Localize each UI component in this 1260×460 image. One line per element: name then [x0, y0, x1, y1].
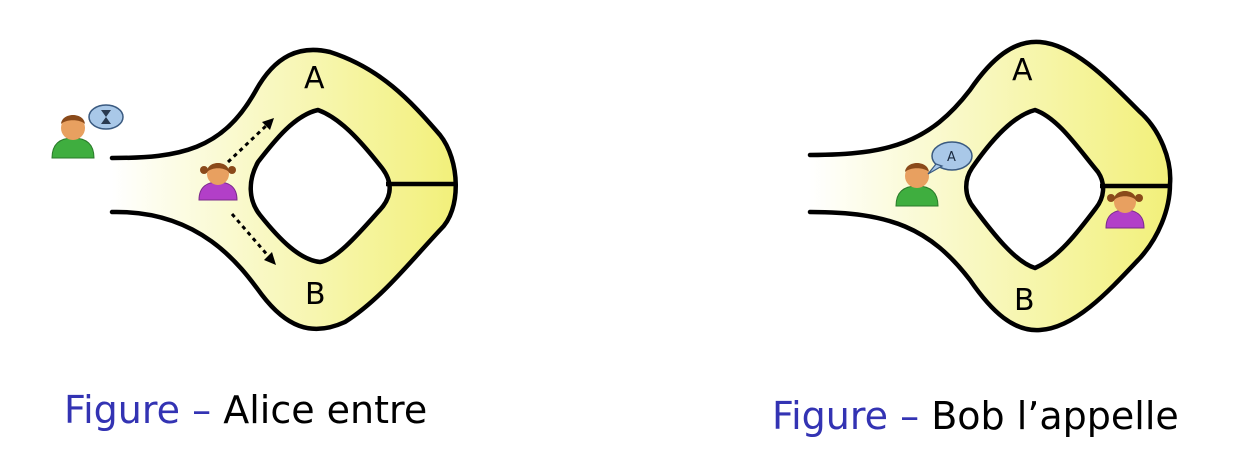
label-a: A [1012, 53, 1033, 88]
arrow-to-a [226, 118, 274, 164]
speech-text: A [947, 150, 956, 165]
caption: Figure – Bob l’appelle [772, 394, 1179, 438]
cave-inner-rock [964, 107, 1106, 271]
cave-diagram-left: A B [51, 47, 458, 332]
cave-diagram-right: A B A [807, 39, 1173, 333]
arrow-to-b [230, 213, 276, 265]
hourglass-icon [88, 104, 124, 130]
bob-avatar [895, 163, 939, 207]
caption-text: Alice entre [223, 388, 428, 432]
caption-prefix: Figure – [772, 394, 920, 438]
caption-text: Bob l’appelle [931, 394, 1179, 438]
figure-bob-lappelle: A B A Figure – Bob l’appelle [630, 0, 1260, 460]
label-b: B [1014, 283, 1035, 318]
caption: Figure – Alice entre [64, 388, 427, 432]
alice-avatar [1105, 191, 1145, 229]
bob-avatar [51, 115, 95, 159]
figure-alice-entre: A B Figure – Alice entre [51, 47, 458, 432]
cave-outer-wall [109, 47, 458, 332]
cave-inner-rock [248, 107, 392, 265]
caption-prefix: Figure – [64, 388, 212, 432]
label-a: A [304, 61, 325, 96]
alice-avatar [198, 163, 238, 201]
label-b: B [305, 277, 326, 312]
speech-bubble: A [927, 141, 973, 175]
